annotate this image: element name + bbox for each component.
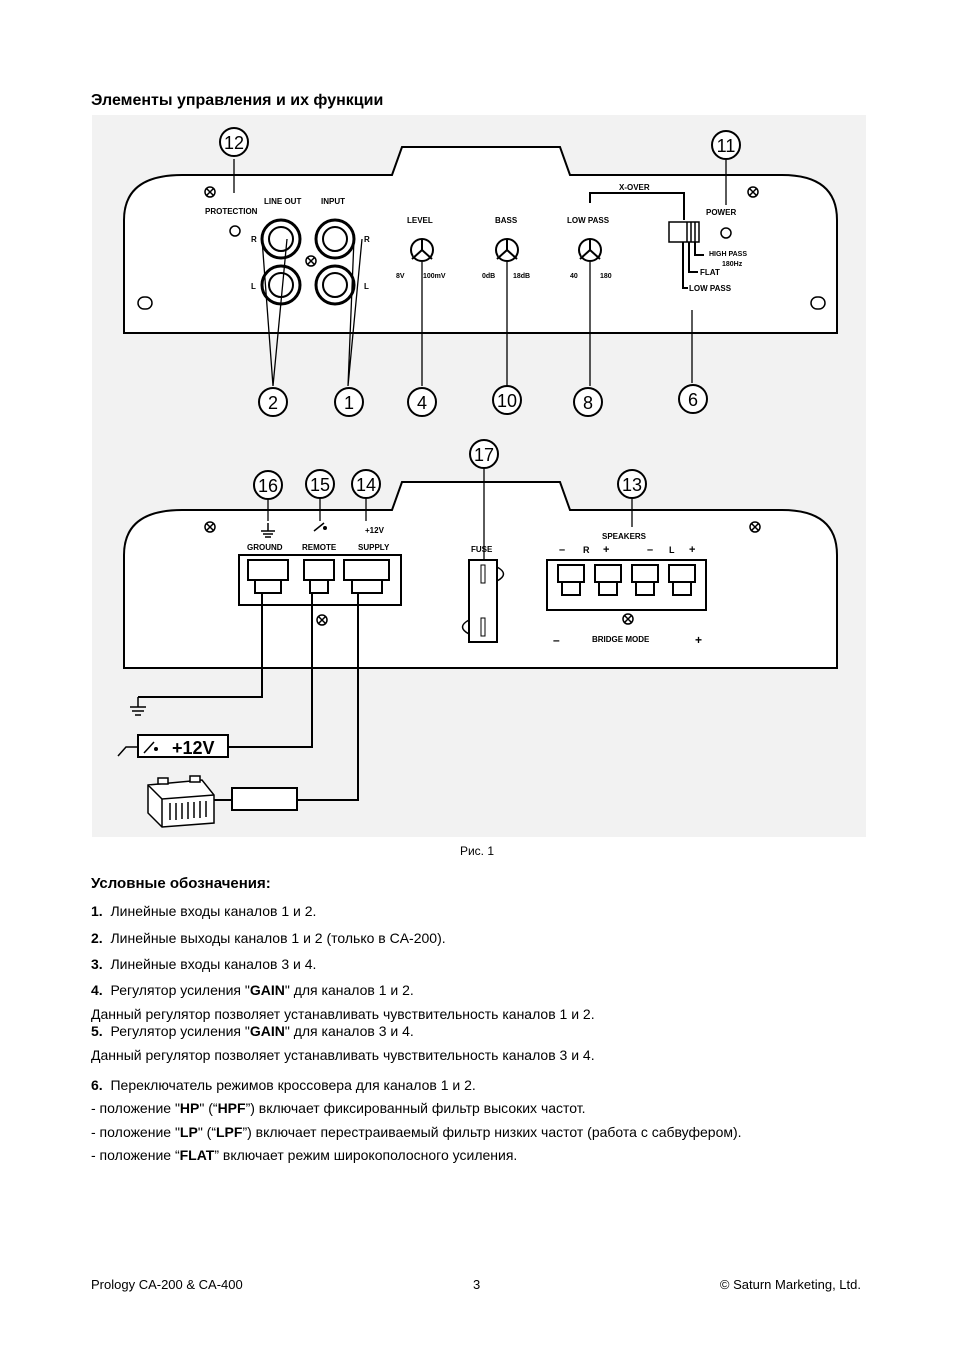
legend-item: - положение “FLAT” включает режим широко…: [91, 1147, 518, 1163]
svg-text:R: R: [583, 545, 590, 555]
inline-fuse-icon: [231, 787, 298, 811]
svg-text:SUPPLY: SUPPLY: [358, 543, 390, 552]
svg-text:HIGH PASS: HIGH PASS: [709, 251, 747, 258]
svg-text:12: 12: [224, 133, 244, 153]
section-heading: Элементы управления и их функции: [91, 92, 384, 109]
page-number: 3: [473, 1277, 481, 1292]
remote-switch-icon: [313, 522, 325, 532]
svg-text:BRIDGE MODE: BRIDGE MODE: [592, 635, 650, 644]
legend-title: Условные обозначения:: [91, 875, 271, 892]
ground-icon: [130, 697, 146, 716]
protection-led-icon: [229, 225, 241, 237]
svg-text:+12V: +12V: [172, 738, 215, 758]
svg-text:11: 11: [717, 136, 736, 156]
svg-text:8V: 8V: [396, 273, 405, 280]
legend-item: 1. Линейные входы каналов 1 и 2.: [91, 903, 317, 919]
svg-text:40: 40: [570, 273, 578, 280]
svg-text:–: –: [553, 633, 560, 647]
figure-caption: Рис. 1: [459, 844, 495, 858]
screw-icon: [204, 186, 759, 267]
svg-text:–: –: [647, 544, 653, 556]
svg-text:LEVEL: LEVEL: [407, 216, 433, 225]
label-protection: PROTECTION: [205, 207, 258, 216]
svg-text:SPEAKERS: SPEAKERS: [602, 532, 647, 541]
legend-item: 5. Регулятор усиления "GAIN" для каналов…: [91, 1023, 414, 1039]
label-line-out: LINE OUT: [264, 197, 301, 206]
legend-item: 3. Линейные входы каналов 3 и 4.: [91, 956, 317, 972]
ground-icon: [261, 523, 275, 538]
svg-text:L: L: [669, 545, 675, 555]
svg-text:L: L: [364, 282, 369, 291]
wiring-diagram: PROTECTION LINE OUT INPUT R R L L LEVEL …: [92, 115, 866, 837]
remote-12v-box: [137, 734, 229, 758]
svg-text:8: 8: [583, 393, 593, 413]
svg-text:100mV: 100mV: [423, 273, 446, 280]
svg-text:15: 15: [310, 475, 330, 495]
footer-right: © Saturn Marketing, Ltd.: [719, 1277, 861, 1292]
svg-text:180: 180: [600, 273, 612, 280]
svg-text:POWER: POWER: [706, 208, 736, 217]
callout-numbers: 12 11 2 1 4 10 8 6 17 16 15 14 13: [224, 133, 735, 496]
svg-text:REMOTE: REMOTE: [302, 543, 337, 552]
legend-item: - положение "LP" (“LPF”) включает перест…: [91, 1124, 742, 1140]
svg-text:1: 1: [344, 393, 354, 413]
legend-item: 2. Линейные выходы каналов 1 и 2 (только…: [91, 930, 446, 946]
svg-text:4: 4: [417, 393, 427, 413]
svg-text:+12V: +12V: [365, 526, 385, 535]
svg-text:–: –: [559, 544, 565, 556]
svg-text:10: 10: [497, 391, 517, 411]
svg-text:14: 14: [356, 475, 376, 495]
svg-text:2: 2: [268, 393, 278, 413]
svg-text:13: 13: [622, 475, 642, 495]
knob-icon: [410, 238, 602, 262]
svg-text:16: 16: [258, 476, 278, 496]
legend-item: 4. Регулятор усиления "GAIN" для каналов…: [91, 982, 414, 998]
svg-text:0dB: 0dB: [482, 273, 495, 280]
svg-text:R: R: [251, 235, 257, 244]
svg-text:+: +: [603, 544, 609, 556]
svg-text:FLAT: FLAT: [700, 268, 720, 277]
svg-text:180Hz: 180Hz: [722, 261, 743, 268]
svg-text:L: L: [251, 282, 256, 291]
legend-item: Данный регулятор позволяет устанавливать…: [91, 1006, 595, 1022]
svg-text:R: R: [364, 235, 370, 244]
top-panel: [123, 146, 838, 334]
footer-left: Prology CA-200 & CA-400: [91, 1277, 243, 1292]
svg-text:FUSE: FUSE: [471, 545, 493, 554]
svg-text:+: +: [689, 544, 695, 556]
power-led-icon: [720, 227, 732, 239]
legend-item: Данный регулятор позволяет устанавливать…: [91, 1047, 595, 1063]
svg-text:18dB: 18dB: [513, 273, 530, 280]
svg-text:BASS: BASS: [495, 216, 518, 225]
svg-text:LOW PASS: LOW PASS: [567, 216, 610, 225]
svg-text:X-OVER: X-OVER: [619, 183, 650, 192]
svg-text:6: 6: [688, 390, 698, 410]
svg-text:GROUND: GROUND: [247, 543, 283, 552]
svg-text:+: +: [695, 633, 702, 647]
screw-icon: [204, 521, 761, 626]
label-input: INPUT: [321, 197, 345, 206]
legend-item: 6. Переключатель режимов кроссовера для …: [91, 1077, 476, 1093]
battery-icon: [147, 775, 215, 828]
svg-text:17: 17: [474, 445, 494, 465]
svg-text:LOW PASS: LOW PASS: [689, 284, 732, 293]
legend-item: - положение "HP" (“HPF”) включает фиксир…: [91, 1100, 586, 1116]
